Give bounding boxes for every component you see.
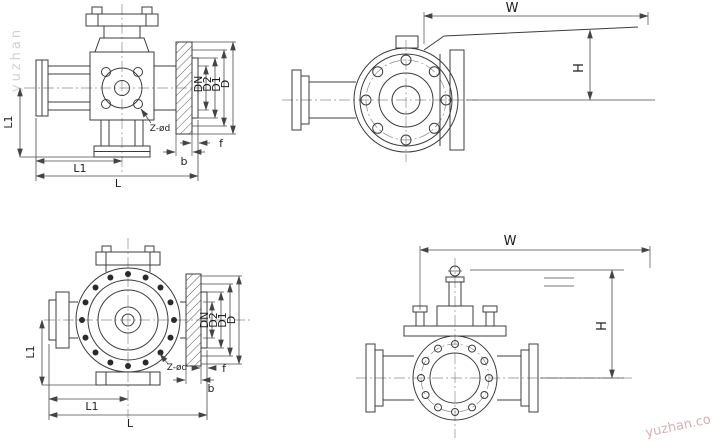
dim-label-W: W	[504, 234, 517, 249]
dim-label-f: f	[219, 137, 224, 150]
dim-label-DN: DN	[198, 312, 211, 329]
dimension-b: b	[163, 134, 205, 168]
dimension-W-bottom: W	[419, 234, 651, 310]
dimension-diameters-bottom: DN D2 D1 D	[198, 275, 242, 365]
dim-label-Z-od: Z-ød	[150, 124, 170, 134]
dim-label-D: D	[225, 316, 238, 324]
dim-label-L: L	[115, 177, 122, 190]
dim-label-W: W	[506, 1, 519, 16]
dim-label-D: D	[219, 80, 232, 88]
dim-label-b: b	[181, 155, 188, 168]
dim-label-H: H	[572, 63, 587, 73]
dim-label-L1-horizontal: L1	[73, 162, 86, 175]
dimension-f: f	[180, 137, 224, 150]
dimension-L1-horizontal: L1	[35, 118, 123, 181]
dim-label-H: H	[595, 321, 610, 331]
dim-label-b: b	[208, 382, 215, 395]
dim-label-f: f	[222, 362, 227, 375]
dim-label-L1-vertical: L1	[2, 115, 15, 128]
dim-label-L1-vertical: L1	[24, 345, 37, 358]
view-bottom-front: L1 L1 L	[24, 238, 252, 430]
dimension-L: L	[35, 120, 199, 190]
dim-label-D2: D2	[207, 312, 220, 327]
dim-label-DN: DN	[192, 76, 205, 93]
dimension-H-top: H	[466, 29, 655, 101]
view-top-side: W H	[282, 1, 655, 162]
dimension-W-top: W	[423, 1, 649, 44]
dimension-L1-vertical-bottom: L1	[24, 319, 96, 386]
view-bottom-side: W H	[356, 234, 651, 438]
dimension-L1-vertical: L1	[2, 87, 94, 158]
dimension-bolt-holes: Z-ød	[140, 108, 170, 134]
dimension-L1-horizontal-bottom: L1	[48, 344, 129, 420]
dimension-f-bottom: f	[191, 362, 227, 375]
dim-label-D1: D1	[210, 76, 223, 91]
dimension-L-bottom: L	[48, 350, 208, 430]
dim-label-D1: D1	[216, 312, 229, 327]
dim-label-L1-horizontal: L1	[85, 400, 98, 413]
dim-label-Z-od: Z-ød	[167, 363, 187, 373]
dimension-bolt-holes-bottom: Z-ød	[159, 353, 187, 373]
dimension-diameters: DN D2 D1 D	[192, 41, 236, 135]
dimension-b-bottom: b	[173, 366, 215, 395]
dimension-H-bottom: H	[470, 269, 624, 379]
dim-label-L: L	[127, 417, 134, 430]
view-top-front: L1 L1 L	[2, 4, 236, 190]
dim-label-D2: D2	[201, 76, 214, 91]
handle-lever	[423, 26, 639, 51]
